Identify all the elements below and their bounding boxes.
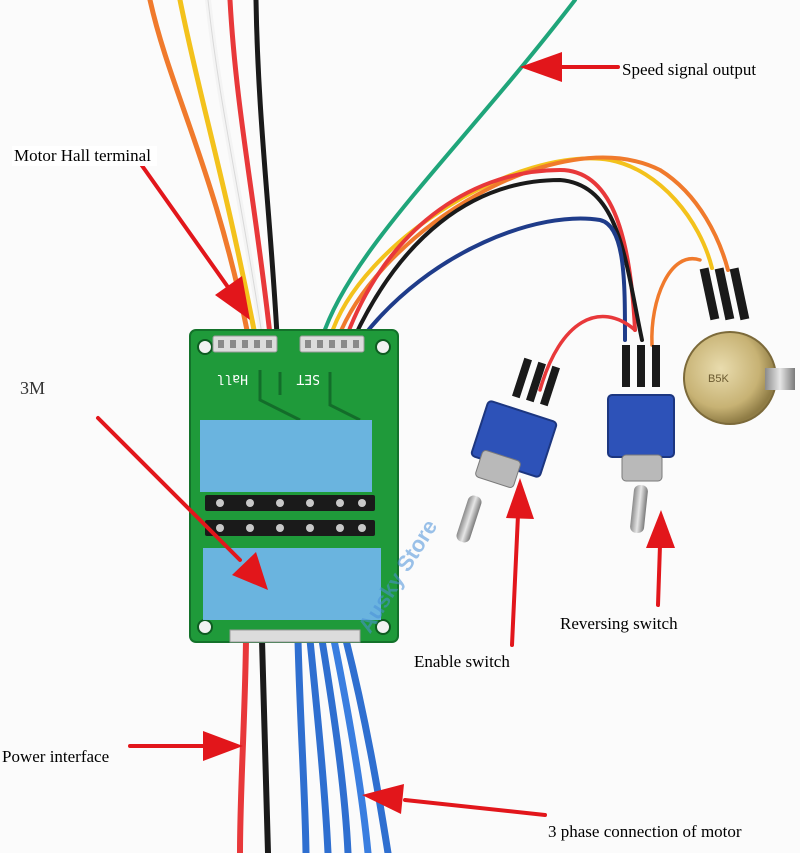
label-3-phase-connection: 3 phase connection of motor	[548, 822, 742, 841]
power-motor-wires	[237, 636, 392, 853]
hall-harness-wires	[147, 0, 280, 338]
label-3m: 3M	[20, 378, 46, 398]
annotation-arrows	[96, 52, 675, 817]
label-speed-signal-output: Speed signal output	[622, 60, 757, 79]
reversing-toggle-switch	[607, 345, 675, 534]
arrow-3phase	[362, 784, 547, 817]
set-silkscreen: SET	[296, 371, 320, 386]
label-power-interface: Power interface	[2, 747, 110, 766]
label-motor-hall-terminal: Motor Hall terminal	[12, 146, 157, 166]
arrow-thermal-pad	[96, 416, 268, 590]
label-enable-switch: Enable switch	[414, 652, 510, 671]
arrow-hall	[136, 158, 250, 320]
control-harness-wires	[320, 0, 730, 392]
enable-toggle-switch	[456, 357, 560, 543]
label-reversing-switch: Reversing switch	[560, 614, 678, 633]
hall-silkscreen: Hall	[217, 371, 248, 386]
arrow-power	[128, 731, 243, 761]
arrow-speed	[520, 52, 620, 82]
arrow-reverse	[646, 510, 675, 607]
controller-board: Hall SET Ausky Store	[189, 329, 442, 643]
arrow-enable	[506, 478, 534, 647]
pot-marking: B5K	[708, 373, 729, 385]
potentiometer: B5K	[683, 267, 795, 425]
